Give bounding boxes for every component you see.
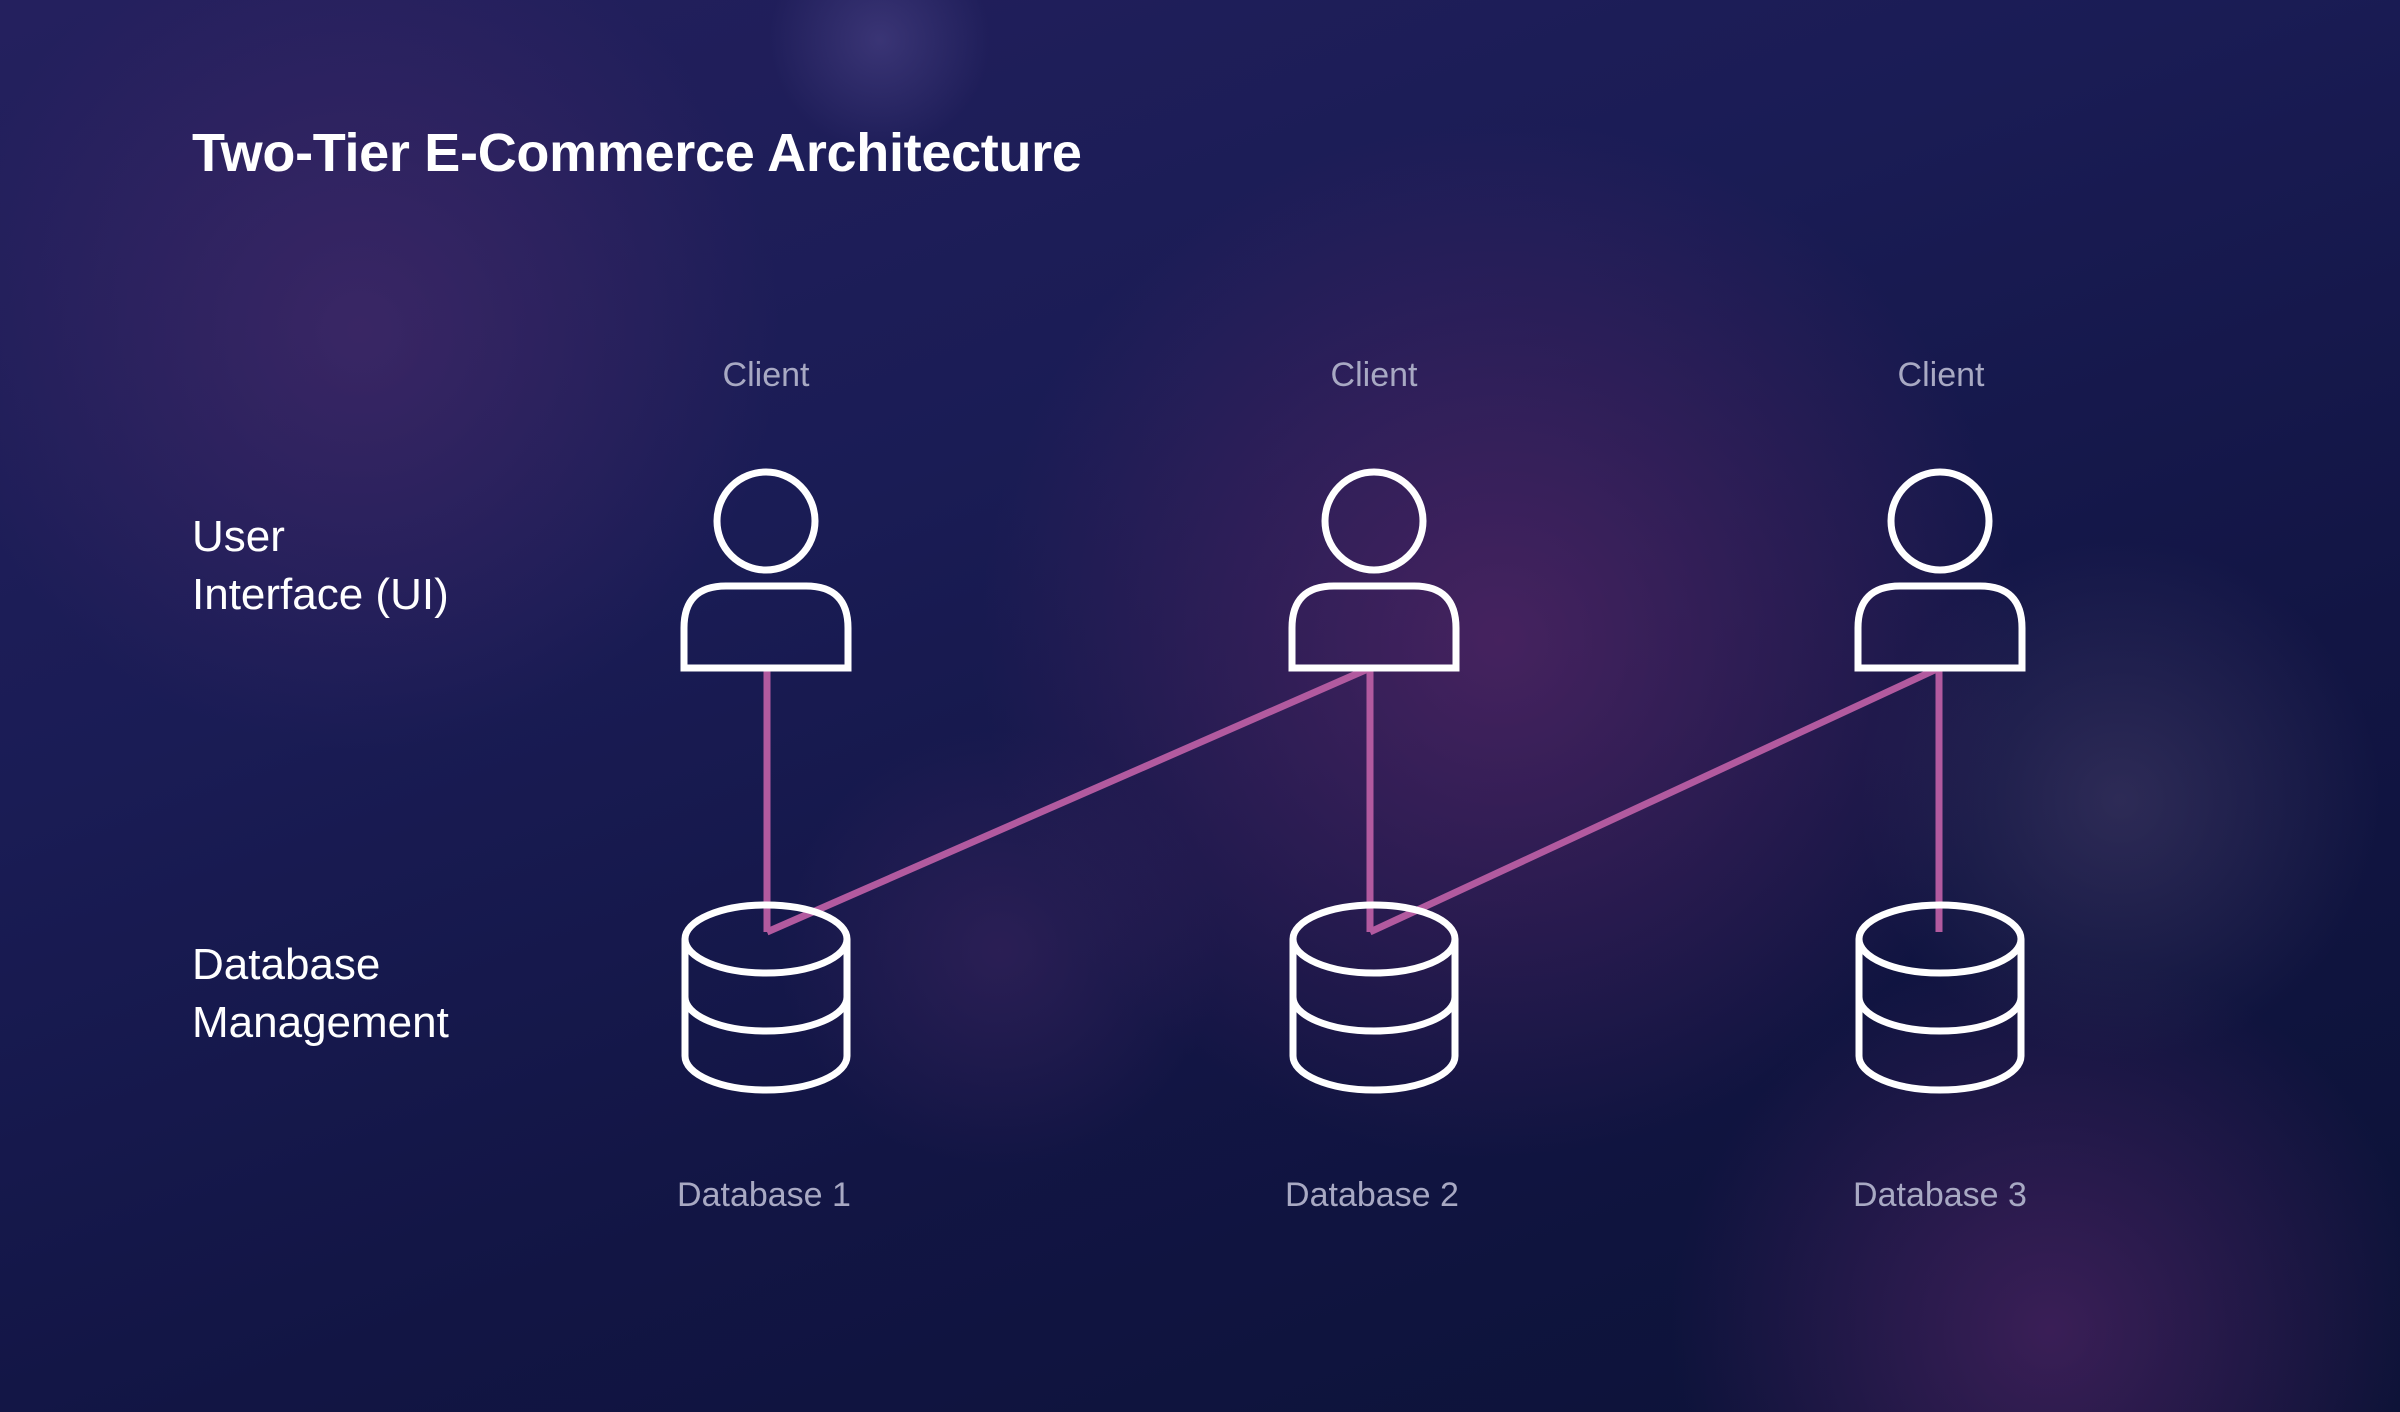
database-label-3: Database 3 <box>1853 1176 2027 1214</box>
tier-label-line: Database <box>192 940 381 989</box>
database-label-2: Database 2 <box>1285 1176 1459 1214</box>
tier-label-database-management: Database Management <box>192 936 449 1052</box>
connection-client-2-database-1 <box>765 664 1372 936</box>
database-icon <box>681 901 851 1094</box>
client-label-2: Client <box>1330 356 1418 394</box>
user-icon <box>1288 468 1460 672</box>
database-label-1: Database 1 <box>677 1176 851 1214</box>
tier-label-user-interface: User Interface (UI) <box>192 508 449 624</box>
client-label-3: Client <box>1897 356 1985 394</box>
tier-label-line: User <box>192 512 285 561</box>
database-icon <box>1855 901 2025 1094</box>
connection-client-3-database-2 <box>1368 664 1941 936</box>
connections <box>763 664 1943 936</box>
tier-label-line: Management <box>192 998 449 1047</box>
user-icon <box>1854 468 2026 672</box>
client-label-1: Client <box>722 356 810 394</box>
user-icon <box>680 468 852 672</box>
database-icon <box>1289 901 1459 1094</box>
page-title: Two-Tier E-Commerce Architecture <box>192 123 1082 183</box>
tier-label-line: Interface (UI) <box>192 570 449 619</box>
